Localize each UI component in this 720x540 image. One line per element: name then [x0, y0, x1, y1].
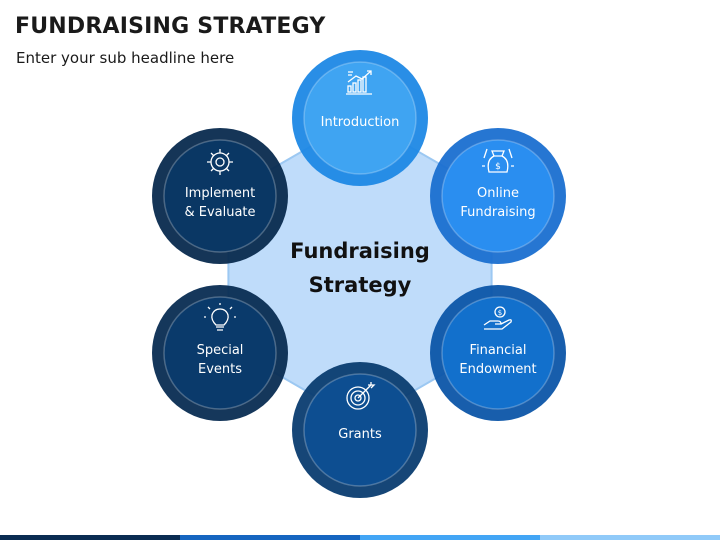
target-icon: [346, 382, 376, 410]
node-label-line: Implement: [185, 186, 255, 201]
lightbulb-icon: [204, 303, 236, 331]
node-label-line: Endowment: [459, 362, 536, 377]
gear-icon: [207, 149, 233, 175]
node-introduction[interactable]: Introduction: [292, 50, 428, 186]
footer-color-bar: [0, 535, 720, 540]
page-title: FUNDRAISING STRATEGY: [15, 14, 326, 39]
center-label-line2: Strategy: [309, 273, 412, 297]
growth-chart-icon: [346, 70, 372, 95]
node-label-line: Special: [197, 343, 244, 358]
node-label-line: Events: [198, 362, 242, 377]
svg-text:$: $: [498, 309, 502, 317]
node-online-fundraising[interactable]: $ Online Fundraising: [430, 128, 566, 264]
node-face: [441, 139, 555, 253]
node-label-line: Fundraising: [460, 205, 535, 220]
node-face: [163, 139, 277, 253]
node-label-line: Online: [477, 186, 519, 201]
node-label-line: Financial: [470, 343, 527, 358]
node-label-line: Grants: [338, 427, 382, 442]
center-label-line1: Fundraising: [290, 239, 430, 263]
node-label-line: Introduction: [321, 115, 400, 130]
footer-segment: [360, 535, 540, 540]
footer-segment: [540, 535, 720, 540]
node-grants[interactable]: Grants: [292, 362, 428, 498]
page-subtitle: Enter your sub headline here: [16, 49, 235, 67]
footer-segment: [0, 535, 180, 540]
node-face: [303, 61, 417, 175]
hand-coin-icon: $: [483, 306, 512, 330]
node-label-line: & Evaluate: [184, 205, 255, 220]
footer-segment: [180, 535, 360, 540]
node-implement-evaluate[interactable]: Implement & Evaluate: [152, 128, 288, 264]
node-face: [303, 373, 417, 487]
money-bag-icon: $: [482, 148, 514, 173]
node-face: [163, 296, 277, 410]
node-face: [441, 296, 555, 410]
node-special-events[interactable]: Special Events: [152, 285, 288, 421]
svg-text:$: $: [495, 162, 501, 172]
node-financial-endowment[interactable]: $ Financial Endowment: [430, 285, 566, 421]
